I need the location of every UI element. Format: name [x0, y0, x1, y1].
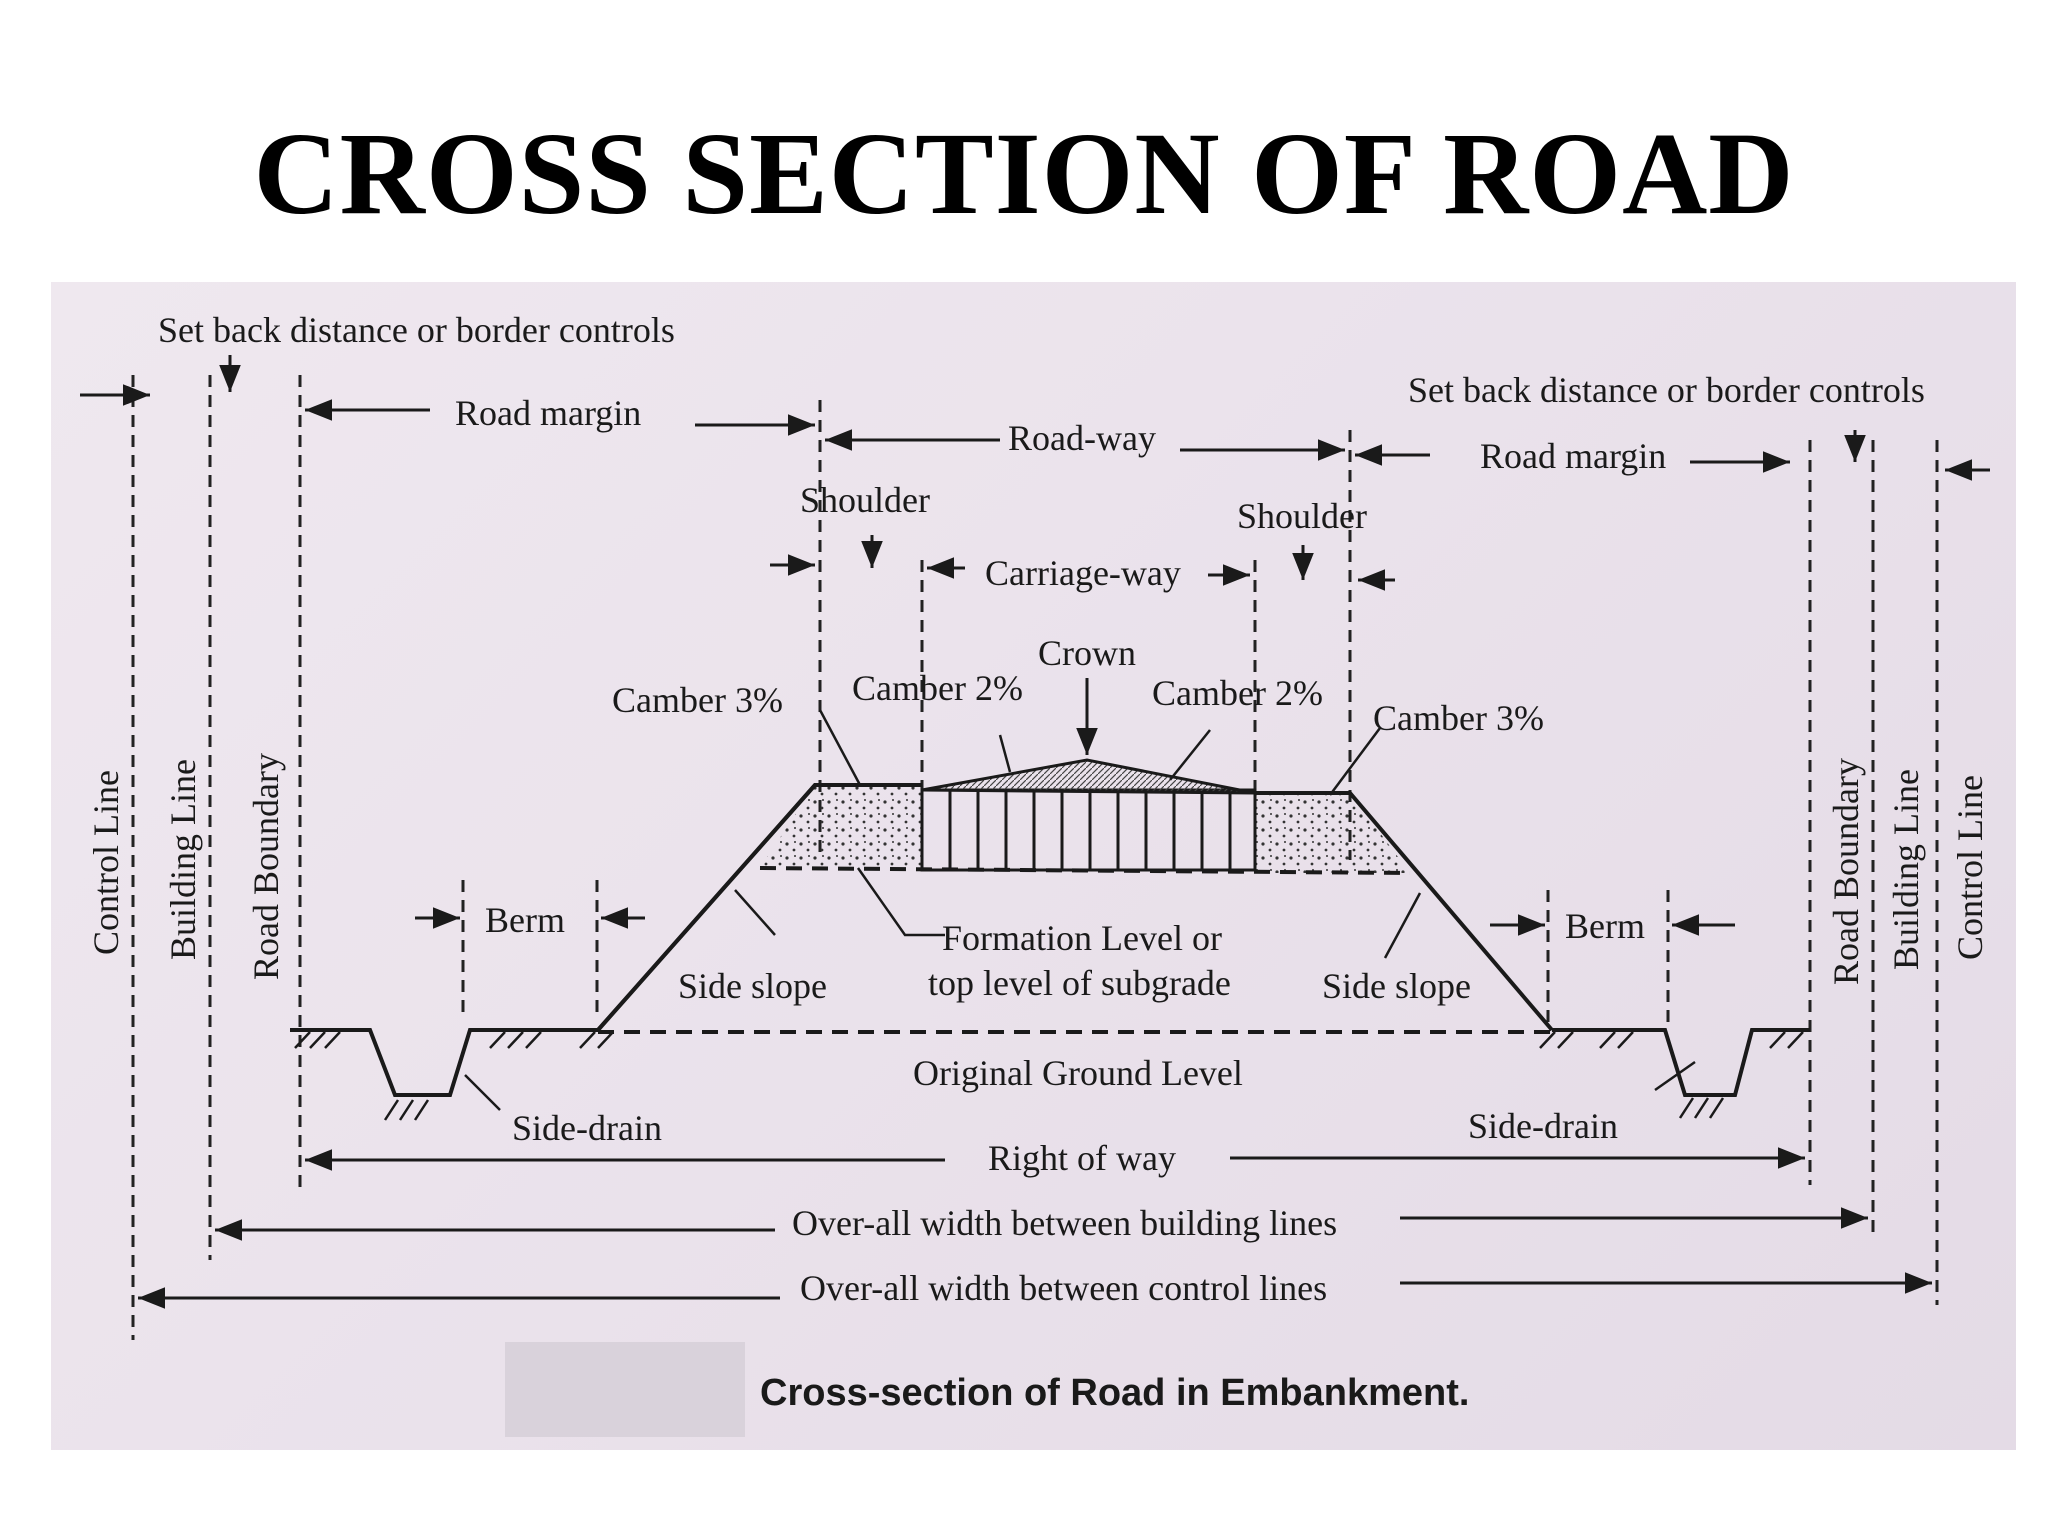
right-of-way-label: Right of way: [988, 1138, 1176, 1178]
camber-label-outer-right: Camber 3%: [1373, 698, 1544, 738]
camber-label-inner-left: Camber 2%: [852, 668, 1023, 708]
road-way-label: Road-way: [1008, 418, 1156, 458]
formation-level-line: [759, 866, 1411, 875]
control-lines-width-label: Over-all width between control lines: [800, 1268, 1327, 1308]
dimension-arrows: [80, 355, 1990, 1309]
embankment-cross-section: [290, 758, 1810, 1121]
original-ground-level-label: Original Ground Level: [913, 1053, 1243, 1093]
road-boundary-label-right: Road Boundary: [1826, 758, 1866, 985]
crown-label: Crown: [1038, 633, 1136, 673]
side-drain-label-left: Side-drain: [512, 1108, 662, 1148]
diagram-labels: Set back distance or border controls Set…: [158, 310, 1925, 1308]
crown-surfacing: [921, 758, 1256, 795]
berm-label-right: Berm: [1565, 906, 1645, 946]
berm-label-left: Berm: [485, 900, 565, 940]
diagram-caption: Cross-section of Road in Embankment.: [760, 1372, 1469, 1414]
road-boundary-label-left: Road Boundary: [246, 753, 286, 980]
ground-hatching: [294, 1031, 1804, 1121]
road-margin-label-right: Road margin: [1480, 436, 1666, 476]
page-title: CROSS SECTION OF ROAD: [253, 108, 1795, 239]
control-line-label-left: Control Line: [86, 770, 126, 955]
ground-and-drain-right: [1552, 1028, 1810, 1097]
side-drain-label-right: Side-drain: [1468, 1106, 1618, 1146]
ground-and-drain-left: [290, 1028, 598, 1097]
building-line-label-right: Building Line: [1886, 769, 1926, 970]
vertical-line-labels: Control Line Building Line Road Boundary…: [86, 753, 1990, 985]
formation-level-label-2: top level of subgrade: [928, 963, 1231, 1003]
side-slope-label-right: Side slope: [1322, 966, 1471, 1006]
control-line-label-right: Control Line: [1950, 775, 1990, 960]
formation-level-label-1: Formation Level or: [942, 918, 1222, 958]
carriage-way-label: Carriage-way: [985, 553, 1181, 593]
leader-lines: [464, 709, 1696, 1111]
setback-label-left: Set back distance or border controls: [158, 310, 675, 350]
shoulder-fill-right: [1255, 793, 1410, 873]
setback-label-right: Set back distance or border controls: [1408, 370, 1925, 410]
shoulder-label-right: Shoulder: [1237, 496, 1367, 536]
camber-label-inner-right: Camber 2%: [1152, 673, 1323, 713]
road-margin-label-left: Road margin: [455, 393, 641, 433]
caption-patch: [505, 1342, 745, 1437]
building-lines-width-label: Over-all width between building lines: [792, 1203, 1337, 1243]
side-slope-label-left: Side slope: [678, 966, 827, 1006]
shoulder-label-left: Shoulder: [800, 480, 930, 520]
camber-label-outer-left: Camber 3%: [612, 680, 783, 720]
shoulder-fill-left: [760, 785, 922, 868]
building-line-label-left: Building Line: [163, 759, 203, 960]
pavement-layer: [920, 788, 1257, 872]
